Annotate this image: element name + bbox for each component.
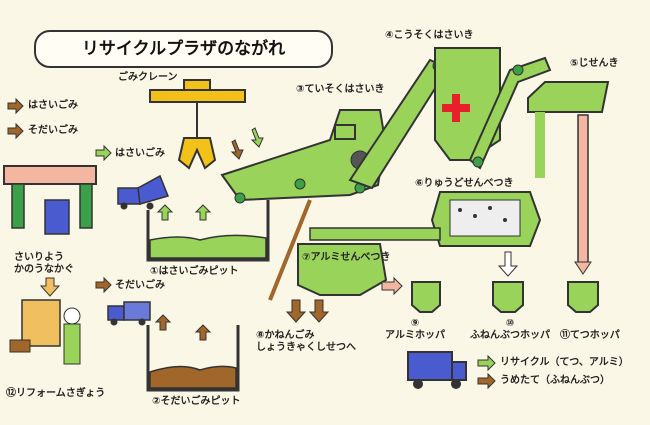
pit1-label: ①はさいごみピット [150, 266, 239, 277]
combustion-chute [268, 199, 330, 323]
hopper-nonburn-label: ⑩ ふねんぶつホッパ [470, 318, 550, 341]
crusher-high-label: ④こうそくはさいき [385, 30, 474, 41]
conveyor-belt [468, 56, 552, 170]
hopper-aluminum [411, 281, 441, 313]
hopper-iron-label: ⑪てつホッパ [560, 330, 620, 341]
page-title: リサイクルプラザのながれ [34, 30, 333, 68]
sorter-al-label: ⑦アルミせんべつき [302, 252, 391, 263]
destination-arrows [477, 354, 496, 390]
combustion-facility-label: ⑧かねんごみ しょうきゃくしせつへ [256, 330, 356, 353]
repair-label: さいりよう かのうなかぐ [14, 252, 74, 275]
flow-sorter [430, 191, 542, 247]
crane-icon [149, 79, 246, 170]
destination-recycle: リサイクル（てつ、アルミ） [500, 357, 629, 368]
dump-truck-icon [407, 351, 467, 389]
destination-landfill: うめたて（ふねんぶつ） [500, 375, 610, 386]
process-arrows [154, 127, 264, 341]
low-speed-crusher [220, 109, 387, 204]
garbage-truck-icon [117, 174, 170, 210]
hopper-iron [567, 281, 599, 313]
legend-bulky: そだいごみ [28, 125, 78, 136]
sorter-flow-label: ⑥りゅうどせんべつき [415, 178, 514, 189]
legend-burnable: はさいごみ [28, 100, 78, 111]
magnet-label: ⑤じせんき [570, 58, 619, 69]
inflow-bulky-label: そだいごみ [115, 280, 165, 291]
aluminum-sorter [297, 227, 441, 296]
inflow-burnable-label: はさいごみ [115, 148, 165, 159]
crane-label: ごみクレーン [118, 72, 178, 83]
hopper-nonburnable [492, 281, 524, 313]
gate-building-icon [3, 165, 97, 235]
hopper-al-label: ⑨ アルミホッパ [385, 318, 445, 341]
legend-arrows [7, 97, 112, 294]
magnet-separator [527, 81, 610, 113]
crusher-low-label: ③ていそくはさいき [296, 84, 385, 95]
garbage-truck-icon [107, 301, 151, 326]
reform-worker-icon [9, 299, 81, 365]
sorter-arrows [381, 251, 519, 296]
iron-chute [574, 114, 592, 275]
reform-label: ⑫リフォームさぎょう [6, 388, 106, 399]
pit-burnable [146, 200, 270, 262]
pit-bulky [146, 325, 240, 392]
pit2-label: ②そだいごみピット [152, 396, 241, 407]
reform-arrow [39, 277, 61, 297]
